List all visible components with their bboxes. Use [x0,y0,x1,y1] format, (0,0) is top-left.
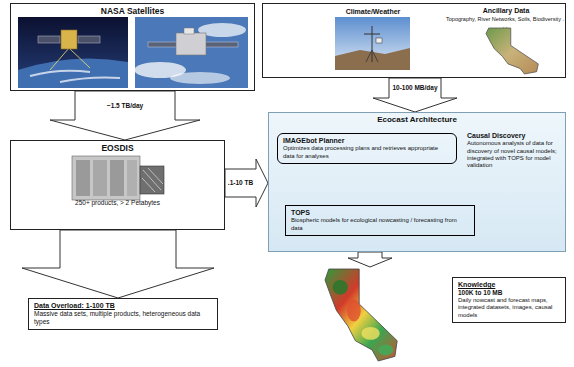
process-box: TOPSBiospheric models for ecological now… [285,205,475,236]
forecast-map [325,269,401,361]
box-title: Climate/Weather [318,8,428,16]
weather-station-photo [335,17,410,70]
source-box: Climate/Weather Ancillary DataTopography,… [262,3,566,78]
box-text: Autonomous analysis of data for discover… [467,140,561,169]
flow-arrow [50,91,200,140]
source-box: NASA Satellites [10,3,255,91]
output-box: Knowledge100K to 10 MBDaily nowcast and … [452,277,566,323]
box-title: Knowledge [458,281,560,289]
process-note: Causal DiscoveryAutonomous analysis of d… [465,130,563,171]
edge-label: ~1.5 TB/day [105,102,145,110]
note-box: Data Overload: 1-100 TBMassive data sets… [28,298,218,330]
box-title: EOSDIS [15,143,220,153]
ancillary-map [486,28,538,74]
box-title: NASA Satellites [15,6,250,16]
output-arrow [348,252,392,267]
box-text: Daily nowcast and forecast maps, integra… [458,297,560,319]
edge-label: 10-100 MB/day [390,84,439,92]
archive-box: EOSDIS 250+ products, > 2 Petabytes [10,140,225,230]
box-text: Massive data sets, multiple products, he… [34,310,212,326]
box-text: Optimizes data processing plans and retr… [283,145,451,159]
flow-arrow [373,78,457,112]
box-text: Topography, River Networks, Soils, Biodi… [445,16,565,29]
architecture-panel: Ecocast ArchitectureIMAGEbot PlannerOpti… [268,112,566,252]
box-title: Data Overload: 1-100 TB [34,302,212,310]
panel-title: Ecocast Architecture [273,115,561,125]
box-title: IMAGEbot Planner [283,137,451,145]
edge-label: .1-10 TB [226,179,255,187]
box-title: TOPS [291,209,469,217]
flow-arrow [225,159,268,207]
process-box: IMAGEbot PlannerOptimizes data processin… [277,133,457,164]
satellite-image [18,17,128,88]
box-title: Ancillary Data [449,7,563,15]
flow-arrow [22,230,214,298]
satellite-image [134,17,248,88]
box-text: 250+ products, > 2 Petabytes [72,199,164,207]
box-text: Biospheric models for ecological nowcast… [291,217,469,231]
box-text: 100K to 10 MB [458,289,560,297]
box-title: Causal Discovery [467,132,561,140]
server-image [72,156,164,200]
